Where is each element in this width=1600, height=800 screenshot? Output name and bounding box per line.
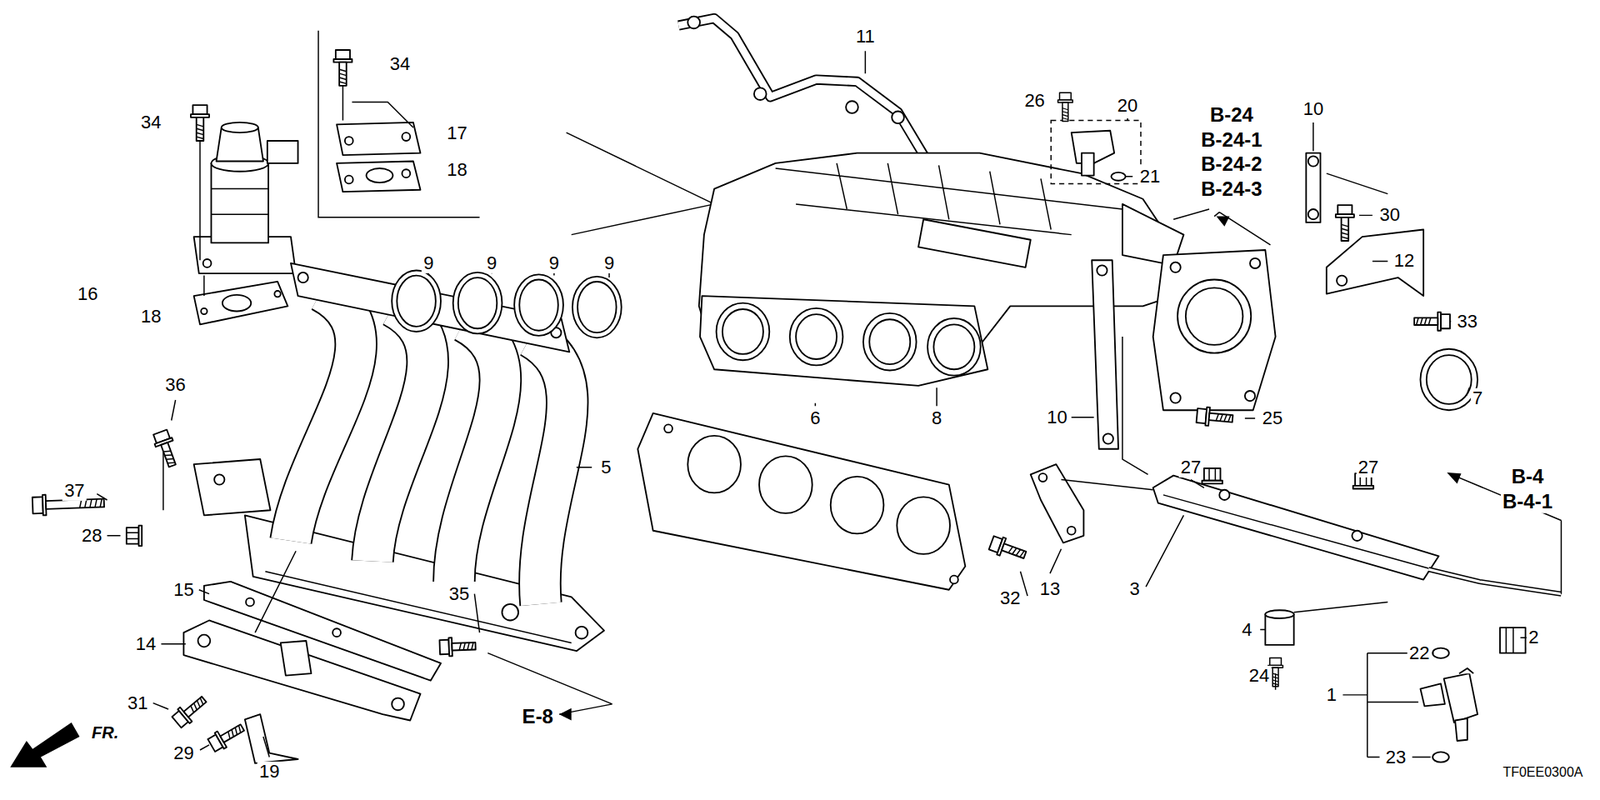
callout-number: 11 <box>854 26 877 47</box>
callout-number: 24 <box>1247 665 1271 686</box>
intake-manifold <box>699 153 1276 411</box>
callout-number: 28 <box>80 525 104 546</box>
plate <box>336 122 420 192</box>
callout-number: 7 <box>1470 387 1485 408</box>
callout-number: 27 <box>1356 457 1380 478</box>
callout-number: 16 <box>75 284 100 305</box>
callout-number: 32 <box>998 587 1022 608</box>
callout-number: 1 <box>1325 685 1339 705</box>
fuel-rail <box>1153 475 1562 595</box>
figure-code: TF0EE0300A <box>1500 765 1585 780</box>
o-ring <box>391 270 622 338</box>
bracket <box>1030 464 1085 543</box>
callout-number: 2 <box>1526 627 1540 648</box>
injector-base <box>183 581 441 764</box>
egr-valve <box>194 122 299 274</box>
callout-number: 8 <box>930 408 944 429</box>
callout-number: 33 <box>1455 311 1480 332</box>
callout-number: 25 <box>1260 408 1285 429</box>
callout-number: 9 <box>421 253 435 274</box>
callout-number: 20 <box>1115 95 1140 116</box>
callout-number: 3 <box>1128 578 1142 599</box>
reference-label: B-24-1 <box>1199 129 1264 151</box>
callout-number: 10 <box>1301 99 1325 120</box>
callout-number: 6 <box>808 408 822 429</box>
inset-frame <box>318 30 480 218</box>
callout-number: 9 <box>602 253 616 274</box>
callout-number: 29 <box>171 743 195 764</box>
callout-number: 12 <box>1392 250 1416 271</box>
callout-number: 26 <box>1022 90 1046 111</box>
callout-number: 9 <box>547 253 561 274</box>
reference-label: E-8 <box>520 705 555 727</box>
front-arrow <box>10 722 80 768</box>
callout-number: 21 <box>1138 166 1162 187</box>
callout-number: 31 <box>125 693 150 714</box>
callout-number: 34 <box>139 112 163 133</box>
callout-number: 19 <box>257 761 281 782</box>
reference-label: B-24-3 <box>1199 177 1264 200</box>
bolt <box>32 50 1450 754</box>
callout-number: 4 <box>1240 619 1254 640</box>
reference-label: B-24 <box>1208 104 1255 126</box>
callout-number: 37 <box>62 480 86 501</box>
callout-number: 10 <box>1045 407 1069 428</box>
callout-number: 14 <box>134 634 158 655</box>
reference-label: B-4 <box>1510 465 1546 488</box>
callout-number: 17 <box>445 123 469 144</box>
stay <box>1091 153 1320 450</box>
callout-number: 5 <box>599 457 613 478</box>
callout-number: 23 <box>1384 746 1408 767</box>
manifold-gasket <box>637 413 965 590</box>
callout-number: 9 <box>485 253 499 274</box>
callout-number: 15 <box>171 580 195 600</box>
callout-number: 34 <box>388 54 412 75</box>
callout-number: 35 <box>447 584 471 605</box>
reference-label: B-4-1 <box>1500 490 1555 513</box>
callout-number: 18 <box>139 305 163 326</box>
callout-number: 27 <box>1179 457 1203 478</box>
direction-label: FR. <box>90 723 120 742</box>
callout-number: 13 <box>1038 578 1062 599</box>
reference-label: B-24-2 <box>1199 153 1264 175</box>
callout-number: 18 <box>445 160 469 180</box>
reference-arrow <box>487 212 1561 721</box>
callout-number: 36 <box>163 375 187 395</box>
map-sensor <box>1050 118 1141 184</box>
callout-number: 22 <box>1407 643 1431 664</box>
fuel-injector <box>1265 610 1525 762</box>
gasket <box>194 281 289 325</box>
callout-number: 30 <box>1378 205 1402 225</box>
